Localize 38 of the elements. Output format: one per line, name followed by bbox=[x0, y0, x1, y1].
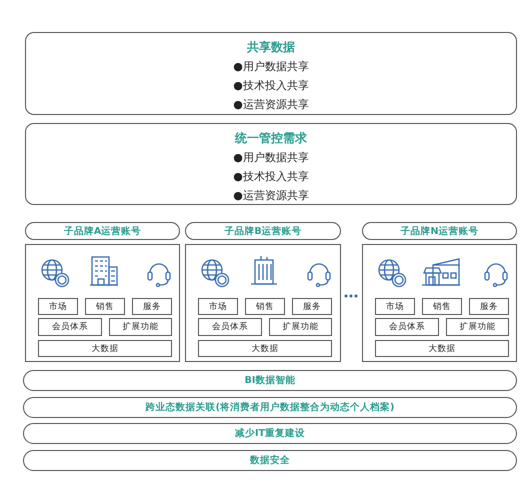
feature-cell: 扩展功能 bbox=[109, 318, 172, 336]
info-panel bbox=[25, 123, 517, 205]
feature-cell: 会员体系 bbox=[198, 318, 262, 336]
bullet-item: ●用户数据共享 bbox=[232, 150, 310, 166]
bullet-item: ●运营资源共享 bbox=[232, 97, 310, 113]
feature-cell: 市场 bbox=[198, 298, 238, 315]
feature-cell: 服务 bbox=[469, 298, 509, 315]
feature-cell: 扩展功能 bbox=[269, 318, 332, 336]
feature-cell: 市场 bbox=[38, 298, 78, 315]
feature-cell: 销售 bbox=[422, 298, 462, 315]
feature-cell: 会员体系 bbox=[38, 318, 102, 336]
brand-panel bbox=[362, 244, 517, 362]
bullet-item: ●技术投入共享 bbox=[232, 169, 310, 185]
feature-cell: 大数据 bbox=[38, 340, 172, 357]
label-pill: BI数据智能 bbox=[23, 370, 517, 391]
feature-cell: 服务 bbox=[292, 298, 332, 315]
label-pill: 子品牌B运营账号 bbox=[185, 222, 341, 240]
feature-cell: 大数据 bbox=[198, 340, 332, 357]
bullet-item: ●用户数据共享 bbox=[232, 59, 310, 75]
feature-cell: 服务 bbox=[132, 298, 172, 315]
label-pill: 数据安全 bbox=[23, 450, 517, 471]
label-pill: 子品牌A运营账号 bbox=[25, 222, 180, 240]
feature-cell: 大数据 bbox=[375, 340, 509, 357]
bullet-item: ●技术投入共享 bbox=[232, 78, 310, 94]
brand-panel bbox=[185, 244, 341, 362]
feature-cell: 扩展功能 bbox=[446, 318, 509, 336]
feature-cell: 销售 bbox=[245, 298, 285, 315]
label-pill: 减少IT重复建设 bbox=[23, 423, 517, 444]
bullet-item: ●运营资源共享 bbox=[232, 188, 310, 204]
feature-cell: 市场 bbox=[375, 298, 415, 315]
feature-cell: 销售 bbox=[85, 298, 125, 315]
panel-heading: 统一管控需求 bbox=[234, 130, 308, 147]
info-panel bbox=[25, 32, 517, 115]
label-pill: 子品牌N运营账号 bbox=[362, 222, 517, 240]
label-pill: 跨业态数据关联(将消费者用户数据整合为动态个人档案) bbox=[23, 397, 517, 418]
feature-cell: 会员体系 bbox=[375, 318, 439, 336]
brand-panel bbox=[25, 244, 180, 362]
panel-heading: 共享数据 bbox=[246, 39, 296, 56]
